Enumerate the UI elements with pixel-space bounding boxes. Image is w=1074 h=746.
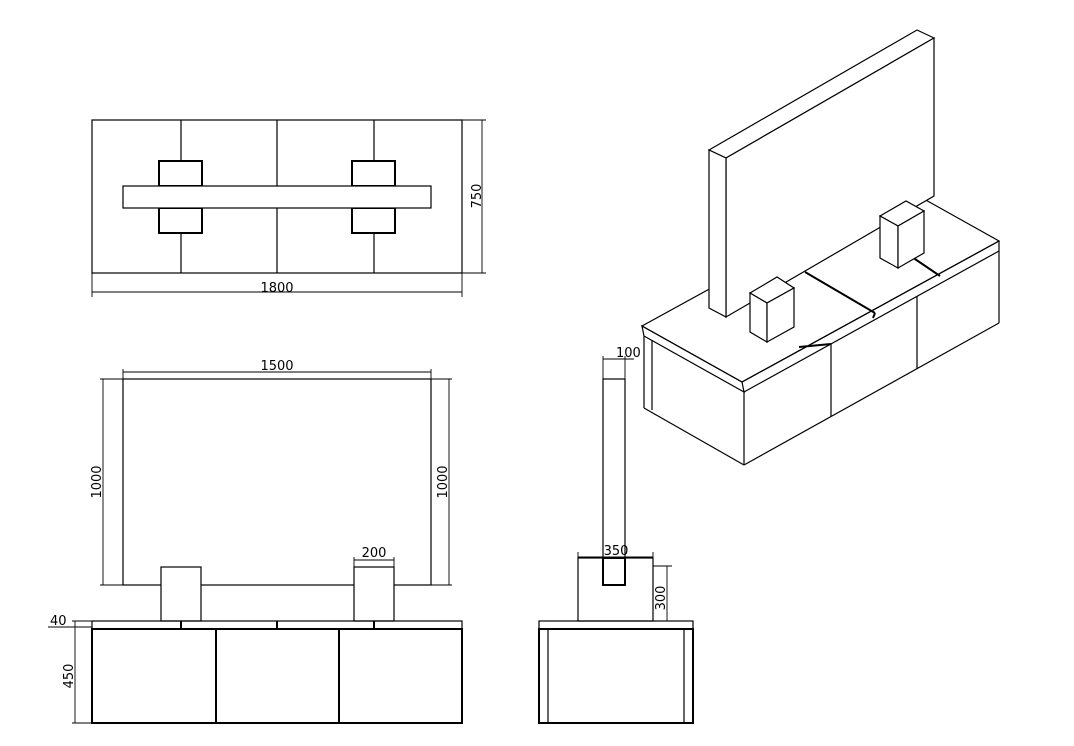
side-view	[538, 378, 694, 724]
label-side-panel-thickness: 100	[616, 346, 641, 361]
dimension-top-width: 1800	[91, 273, 463, 297]
dimension-counter-thickness: 40	[48, 614, 92, 629]
label-panel-width: 1500	[260, 359, 293, 374]
label-top-depth: 750	[470, 184, 485, 209]
dimension-top-depth: 750	[462, 119, 486, 274]
label-counter-thickness: 40	[50, 614, 67, 629]
label-panel-height-right: 1000	[436, 465, 451, 498]
label-side-support-height: 300	[654, 586, 669, 611]
label-side-support-width: 350	[604, 544, 629, 559]
dimension-side-support-width: 350	[577, 544, 654, 559]
dimension-side-support-height: 300	[653, 565, 672, 622]
label-cabinet-height: 450	[62, 664, 77, 689]
dimension-cabinet-height: 450	[62, 629, 92, 724]
dimension-side-panel-thickness: 100	[602, 346, 641, 379]
label-support-width: 200	[362, 546, 387, 561]
dimension-panel-height-left: 1000	[90, 378, 123, 586]
dimension-panel-height-right: 1000	[431, 378, 452, 586]
top-view	[91, 119, 463, 274]
dimension-panel-width: 1500	[122, 359, 432, 379]
label-panel-height-left: 1000	[90, 465, 105, 498]
isometric-view	[640, 29, 1001, 466]
dimension-support-width: 200	[353, 546, 395, 567]
front-view	[91, 378, 463, 724]
label-top-width: 1800	[260, 281, 293, 296]
